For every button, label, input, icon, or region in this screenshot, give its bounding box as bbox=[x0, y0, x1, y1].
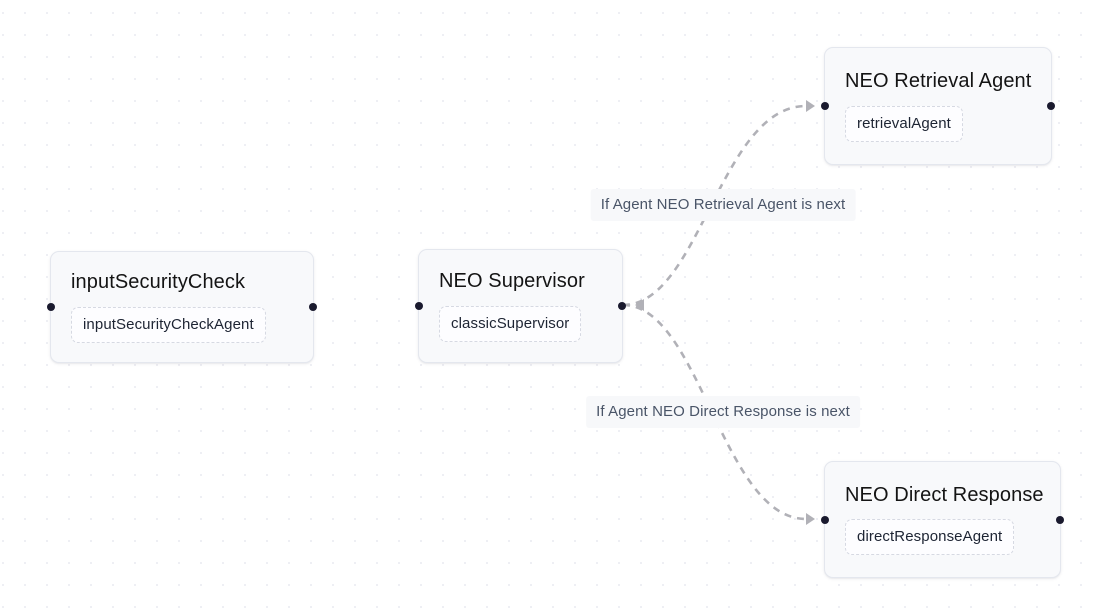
node-agent-chip[interactable]: retrievalAgent bbox=[845, 105, 963, 142]
edge-arrowhead-icon bbox=[806, 100, 815, 112]
handle-left[interactable] bbox=[821, 515, 829, 524]
handle-right[interactable] bbox=[309, 303, 317, 311]
handle-right[interactable] bbox=[618, 302, 626, 310]
handle-left[interactable] bbox=[47, 303, 55, 311]
edge-label-edge-supervisor-direct[interactable]: If Agent NEO Direct Response is next bbox=[586, 396, 860, 428]
node-agent-chip[interactable]: directResponseAgent bbox=[845, 519, 1015, 556]
node-title: NEO Supervisor bbox=[439, 270, 585, 293]
edge-arrowhead-icon bbox=[806, 513, 815, 525]
node-title: NEO Retrieval Agent bbox=[845, 70, 1032, 93]
node-title: inputSecurityCheck bbox=[71, 271, 246, 294]
node-inputSecurityCheck[interactable]: inputSecurityCheck inputSecurityCheckAgen… bbox=[47, 251, 317, 363]
handle-left[interactable] bbox=[415, 302, 423, 310]
edge-label-edge-supervisor-retrieval[interactable]: If Agent NEO Retrieval Agent is next bbox=[590, 189, 856, 221]
handle-right[interactable] bbox=[1056, 515, 1064, 524]
handle-left[interactable] bbox=[821, 102, 829, 110]
handle-right[interactable] bbox=[1047, 102, 1055, 110]
node-neoRetrievalAgent[interactable]: NEO Retrieval Agent retrievalAgent bbox=[821, 47, 1055, 165]
node-agent-chip[interactable]: inputSecurityCheckAgent bbox=[71, 306, 266, 343]
node-title: NEO Direct Response bbox=[845, 483, 1044, 506]
node-neoSupervisor[interactable]: NEO Supervisor classicSupervisor bbox=[415, 249, 626, 363]
node-agent-chip[interactable]: classicSupervisor bbox=[439, 305, 582, 342]
node-neoDirectResponse[interactable]: NEO Direct Response directResponseAgent bbox=[821, 461, 1064, 578]
edge-source-marker-icon bbox=[635, 299, 644, 311]
